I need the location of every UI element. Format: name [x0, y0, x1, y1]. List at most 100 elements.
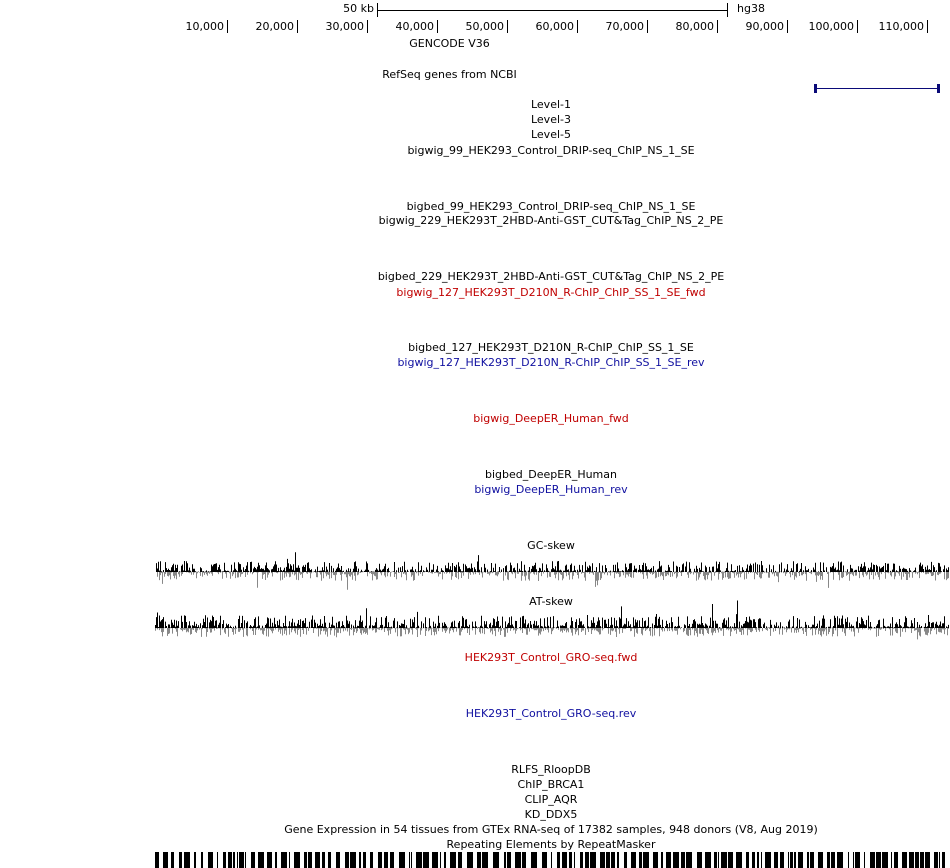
repeat-element — [853, 852, 854, 868]
track-label-repeatmasker[interactable]: Repeating Elements by RepeatMasker — [446, 838, 656, 851]
repeat-element — [477, 852, 481, 868]
repeat-element — [882, 852, 888, 868]
track-label-deeper-bed[interactable]: bigbed_DeepER_Human — [484, 468, 617, 481]
track-label-level3[interactable]: Level-3 — [530, 113, 571, 126]
track-label-refseq[interactable]: RefSeq genes from NCBI — [382, 68, 517, 81]
ruler-tick — [927, 20, 928, 33]
assembly-label: hg38 — [737, 2, 765, 15]
repeat-element — [939, 852, 940, 868]
repeat-element — [281, 852, 287, 868]
repeat-element — [184, 852, 190, 868]
repeatmasker-track[interactable] — [155, 850, 949, 868]
repeat-element — [774, 852, 778, 868]
repeat-element — [557, 852, 560, 868]
repeat-element — [794, 852, 796, 868]
at-skew-wiggle[interactable] — [155, 600, 949, 648]
track-label-bigwig-127-fwd[interactable]: bigwig_127_HEK293T_D210N_R-ChIP_ChIP_SS_… — [396, 286, 706, 299]
repeat-element — [728, 852, 733, 868]
repeat-element — [942, 852, 945, 868]
ruler-tick-label: 40,000 — [395, 20, 435, 33]
repeat-element — [179, 852, 182, 868]
track-label-bigbed-229[interactable]: bigbed_229_HEK293T_2HBD-Anti-GST_CUT&Tag… — [377, 270, 725, 283]
repeat-element — [891, 852, 892, 868]
track-label-deeper-fwd[interactable]: bigwig_DeepER_Human_fwd — [473, 412, 629, 425]
ruler-tick — [577, 20, 578, 33]
repeat-element — [827, 852, 830, 868]
repeat-element — [504, 852, 506, 868]
repeat-element — [681, 852, 685, 868]
track-label-at-skew[interactable]: AT-skew — [529, 595, 573, 608]
base-position-ruler[interactable]: 10,000 20,000 30,000 40,000 50,000 60,00… — [0, 0, 950, 36]
ruler-tick — [227, 20, 228, 33]
track-label-deeper-rev[interactable]: bigwig_DeepER_Human_rev — [474, 483, 628, 496]
repeat-element — [876, 852, 881, 868]
repeat-element — [304, 852, 307, 868]
track-label-bigbed-99[interactable]: bigbed_99_HEK293_Control_DRIP-seq_ChIP_N… — [406, 200, 696, 213]
repeat-element — [870, 852, 875, 868]
repeat-element — [399, 852, 405, 868]
track-label-rlfs[interactable]: RLFS_RloopDB — [511, 763, 591, 776]
repeat-element — [600, 852, 605, 868]
repeat-element — [765, 852, 771, 868]
track-label-chip-brca1[interactable]: ChIP_BRCA1 — [517, 778, 585, 791]
repeat-element — [562, 852, 567, 868]
repeat-element — [289, 852, 290, 868]
ruler-tick-label: 10,000 — [185, 20, 225, 33]
track-label-bigwig-127-rev[interactable]: bigwig_127_HEK293T_D210N_R-ChIP_ChIP_SS_… — [397, 356, 705, 369]
skew-positive-bars — [156, 552, 949, 572]
ruler-tick — [787, 20, 788, 33]
repeat-element — [790, 852, 793, 868]
repeat-element — [848, 852, 849, 868]
repeat-element — [574, 852, 575, 868]
ruler-tick-label: 100,000 — [808, 20, 855, 33]
track-label-clip-aqr[interactable]: CLIP_AQR — [524, 793, 578, 806]
repeat-element — [237, 852, 238, 868]
track-label-level1[interactable]: Level-1 — [530, 98, 571, 111]
ruler-tick-label: 50,000 — [465, 20, 505, 33]
refseq-gene-feature[interactable] — [814, 83, 940, 94]
track-label-gc-skew[interactable]: GC-skew — [527, 539, 575, 552]
repeat-element — [416, 852, 422, 868]
track-label-kd-ddx5[interactable]: KD_DDX5 — [524, 808, 578, 821]
repeat-element — [359, 852, 361, 868]
repeat-element — [163, 852, 168, 868]
repeat-element — [409, 852, 410, 868]
scale-bar: 50 kb hg38 — [330, 2, 770, 20]
repeat-element — [423, 852, 429, 868]
repeat-element — [831, 852, 835, 868]
repeat-element — [788, 852, 789, 868]
track-label-gencode[interactable]: GENCODE V36 — [409, 37, 490, 50]
repeat-element — [746, 852, 749, 868]
repeat-element — [666, 852, 671, 868]
repeat-element — [714, 852, 717, 868]
repeat-element — [275, 852, 277, 868]
scale-bar-line — [377, 10, 728, 11]
repeat-element — [440, 852, 441, 868]
repeat-element — [551, 852, 552, 868]
skew-positive-bars — [155, 600, 949, 628]
track-label-bigwig-229[interactable]: bigwig_229_HEK293T_2HBD-Anti-GST_CUT&Tag… — [378, 214, 724, 227]
repeat-element — [909, 852, 914, 868]
repeat-element — [611, 852, 615, 868]
track-label-gro-rev[interactable]: HEK293T_Control_GRO-seq.rev — [465, 707, 637, 720]
ruler-tick — [437, 20, 438, 33]
gc-skew-wiggle[interactable] — [155, 552, 949, 592]
repeat-element — [444, 852, 446, 868]
track-label-bigbed-127[interactable]: bigbed_127_HEK293T_D210N_R-ChIP_ChIP_SS_… — [408, 341, 694, 354]
repeat-element — [171, 852, 174, 868]
track-label-gtex[interactable]: Gene Expression in 54 tissues from GTEx … — [284, 823, 818, 836]
repeat-element — [201, 852, 203, 868]
repeat-element — [233, 852, 235, 868]
repeat-element — [378, 852, 382, 868]
track-label-level5[interactable]: Level-5 — [530, 128, 571, 141]
repeat-element — [328, 852, 331, 868]
refseq-gene-line — [814, 88, 940, 89]
ruler-tick — [297, 20, 298, 33]
repeat-element — [780, 852, 784, 868]
repeat-element — [223, 852, 226, 868]
track-label-bigwig-99[interactable]: bigwig_99_HEK293_Control_DRIP-seq_ChIP_N… — [407, 144, 695, 157]
repeat-element — [705, 852, 711, 868]
repeat-element — [580, 852, 583, 868]
track-label-gro-fwd[interactable]: HEK293T_Control_GRO-seq.fwd — [464, 651, 638, 664]
repeat-element — [315, 852, 320, 868]
